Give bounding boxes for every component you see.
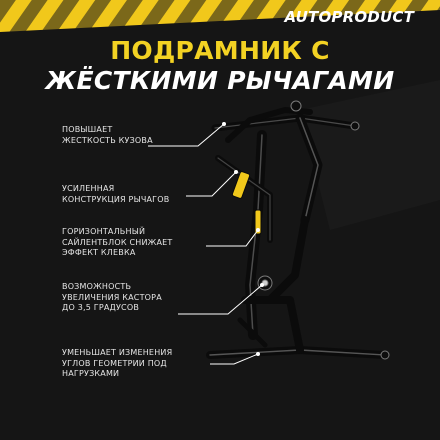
feature-5-line-1: УМЕНЬШАЕТ ИЗМЕНЕНИЯ xyxy=(62,348,173,357)
feature-5-line-3: НАГРУЗКАМИ xyxy=(62,369,120,378)
title-line-2: ЖЁСТКИМИ РЫЧАГАМИ xyxy=(45,66,395,95)
feature-4-line-1: ВОЗМОЖНОСТЬ xyxy=(62,282,132,291)
feature-2-line-1: УСИЛЕННАЯ xyxy=(62,184,115,193)
feature-3-line-3: ЭФФЕКТ КЛЕВКА xyxy=(62,248,136,257)
feature-3: ГОРИЗОНТАЛЬНЫЙ САЙЛЕНТБЛОК СНИЖАЕТ ЭФФЕК… xyxy=(62,227,237,259)
feature-4-line-3: ДО 3,5 ГРАДУСОВ xyxy=(62,303,140,312)
feature-3-line-1: ГОРИЗОНТАЛЬНЫЙ xyxy=(62,227,146,236)
title-line-1: ПОДРАМНИК С xyxy=(110,36,330,65)
feature-2: УСИЛЕННАЯ КОНСТРУКЦИЯ РЫЧАГОВ xyxy=(62,184,237,205)
feature-5-line-2: УГЛОВ ГЕОМЕТРИИ ПОД xyxy=(62,358,167,368)
feature-3-line-2: САЙЛЕНТБЛОК СНИЖАЕТ xyxy=(62,237,173,247)
feature-2-line-2: КОНСТРУКЦИЯ РЫЧАГОВ xyxy=(62,194,170,204)
feature-1: ПОВЫШАЕТ ЖЕСТКОСТЬ КУЗОВА xyxy=(62,125,237,146)
page-title: ПОДРАМНИК С ЖЁСТКИМИ РЫЧАГАМИ xyxy=(0,36,440,96)
feature-5: УМЕНЬШАЕТ ИЗМЕНЕНИЯ УГЛОВ ГЕОМЕТРИИ ПОД … xyxy=(62,348,237,380)
feature-4-line-2: УВЕЛИЧЕНИЯ КАСТОРА xyxy=(62,292,162,302)
feature-1-line-2: ЖЕСТКОСТЬ КУЗОВА xyxy=(62,135,153,145)
feature-4: ВОЗМОЖНОСТЬ УВЕЛИЧЕНИЯ КАСТОРА ДО 3,5 ГР… xyxy=(62,282,237,314)
feature-1-line-1: ПОВЫШАЕТ xyxy=(62,125,113,134)
brand-logo: AUTOPRODUCT xyxy=(284,8,414,26)
